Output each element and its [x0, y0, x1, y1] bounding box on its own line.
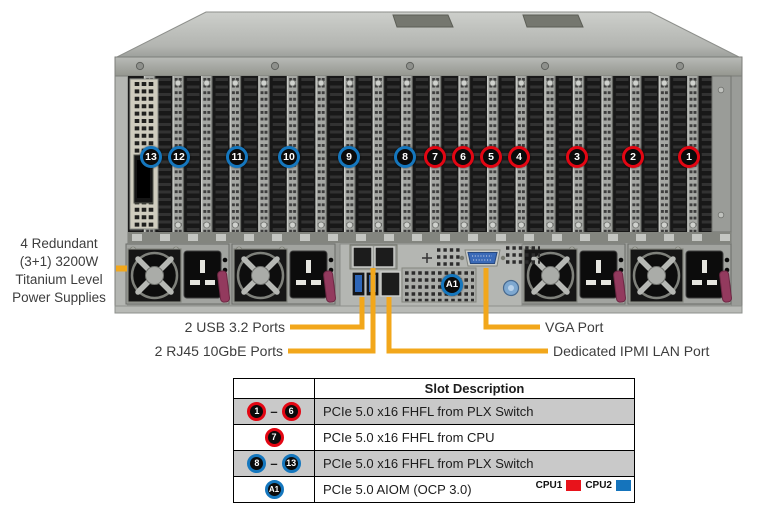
slot-desc-1-6: PCIe 5.0 x16 FHFL from PLX Switch	[314, 398, 635, 425]
plus-mark	[422, 253, 432, 263]
usb-ports-label: 2 USB 3.2 Ports	[184, 319, 285, 335]
psu-label-line4: Power Supplies	[12, 290, 106, 305]
rj45-10gbe-ports	[349, 244, 398, 270]
slot-badge-2: 2	[622, 146, 644, 168]
psu-2	[232, 244, 336, 304]
badge-6: 6	[281, 402, 301, 421]
rj45-ports-label: 2 RJ45 10GbE Ports	[154, 343, 283, 359]
slot-badge-4: 4	[508, 146, 530, 168]
slot-a1: A1	[233, 476, 315, 503]
table-row: A1 PCIe 5.0 AIOM (OCP 3.0) CPU1 CPU2	[233, 476, 635, 503]
usb-callout-line	[290, 297, 365, 330]
thumbscrew	[502, 279, 520, 297]
slot-description-header: Slot Description	[314, 378, 635, 399]
chassis-right-edge	[730, 75, 743, 314]
slot-badge-3: 3	[566, 146, 588, 168]
cpu-legend: CPU1 CPU2	[536, 480, 631, 491]
header-empty-cell	[233, 378, 315, 399]
slot-badge-6: 6	[452, 146, 474, 168]
table-header-row: Slot Description	[233, 378, 635, 399]
slot-7: 7	[233, 424, 315, 451]
rj45-callout-line	[288, 268, 376, 354]
slot-badge-10: 10	[278, 146, 300, 168]
slot-range-1-6: 1–6	[233, 398, 315, 425]
ipmi-port-label: Dedicated IPMI LAN Port	[553, 343, 710, 359]
bottom-rail	[114, 305, 743, 314]
top-rail	[114, 56, 743, 77]
lid-handle-left	[392, 14, 454, 28]
slot-badge-1: 1	[678, 146, 700, 168]
cpu2-color-swatch	[616, 480, 631, 491]
psu-label: 4 Redundant (3+1) 3200W Titanium Level P…	[0, 235, 118, 307]
slot-badge-8: 8	[394, 146, 416, 168]
psu-3	[522, 244, 626, 304]
slot-badge-9: 9	[338, 146, 360, 168]
range-dash: –	[270, 404, 278, 419]
slot-desc-a1: PCIe 5.0 AIOM (OCP 3.0)	[323, 482, 472, 497]
psu-4	[628, 244, 732, 304]
callout-lines	[116, 265, 548, 354]
ipmi-lan-port	[380, 271, 401, 297]
table-row: 8–13 PCIe 5.0 x16 FHFL from PLX Switch	[233, 450, 635, 477]
slot-desc-a1-cell: PCIe 5.0 AIOM (OCP 3.0) CPU1 CPU2	[314, 476, 635, 503]
vga-port-label: VGA Port	[545, 319, 604, 335]
vga-port	[459, 249, 506, 267]
aiom-badge-a1: A1	[441, 274, 463, 296]
slot-badge-11: 11	[226, 146, 248, 168]
slot-desc-7: PCIe 5.0 x16 FHFL from CPU	[314, 424, 635, 451]
range-dash: –	[270, 456, 278, 471]
slot-description-table: Slot Description 1–6 PCIe 5.0 x16 FHFL f…	[233, 378, 635, 503]
ipmi-callout-line	[386, 297, 548, 354]
cpu1-label: CPU1	[535, 480, 563, 491]
slot-badge-13: 13	[140, 146, 162, 168]
slot-badge-7: 7	[424, 146, 446, 168]
slot-badge-5: 5	[480, 146, 502, 168]
slot-range-8-13: 8–13	[233, 450, 315, 477]
vga-callout-line	[483, 268, 540, 330]
blank-panel	[711, 75, 732, 233]
badge-a1: A1	[264, 480, 284, 499]
slot-badge-12: 12	[168, 146, 190, 168]
psu-label-line3: Titanium Level	[15, 272, 103, 287]
psu-1	[126, 244, 230, 304]
psu-label-line1: 4 Redundant	[20, 236, 98, 251]
table-row: 7 PCIe 5.0 x16 FHFL from CPU	[233, 424, 635, 451]
badge-1: 1	[247, 402, 267, 421]
badge-8: 8	[247, 454, 267, 473]
server-rear-photo	[114, 11, 743, 354]
psu-label-line2: (3+1) 3200W	[19, 254, 99, 269]
aiom-plate	[401, 267, 477, 303]
psu-callout-nub	[116, 265, 127, 272]
cpu1-color-swatch	[566, 480, 582, 491]
slot-desc-8-13: PCIe 5.0 x16 FHFL from PLX Switch	[314, 450, 635, 477]
cpu2-label: CPU2	[585, 480, 612, 491]
lid-handle-right	[522, 14, 584, 28]
badge-7: 7	[264, 428, 284, 447]
badge-13: 13	[281, 454, 301, 473]
table-row: 1–6 PCIe 5.0 x16 FHFL from PLX Switch	[233, 398, 635, 425]
